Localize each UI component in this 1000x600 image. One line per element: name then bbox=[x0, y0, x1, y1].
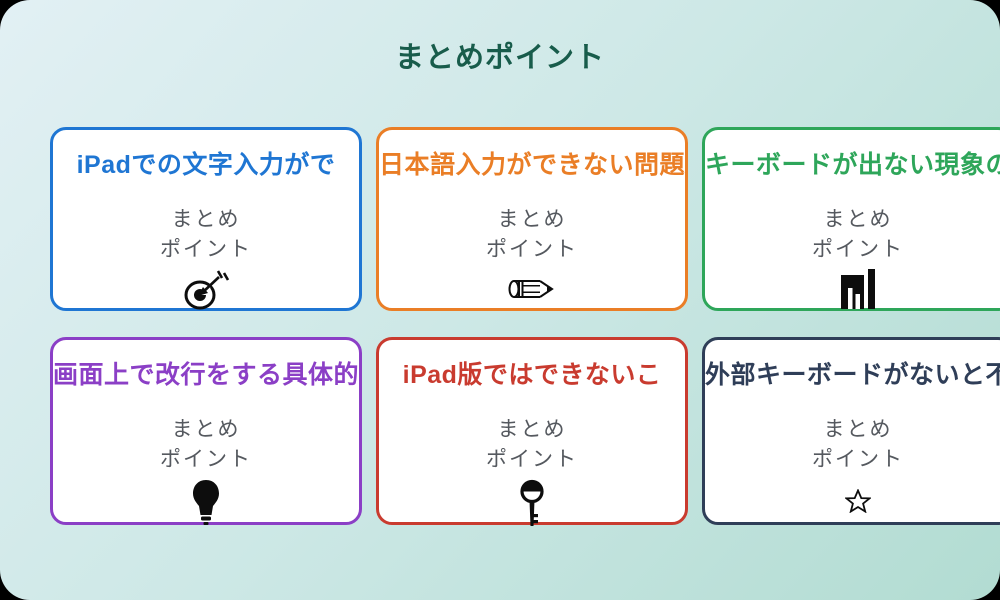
card-title: キーボードが出ない現象の bbox=[705, 151, 1000, 179]
card-subtitle-line: まとめ bbox=[171, 418, 241, 441]
card-subtitle-line: ポイント bbox=[160, 238, 252, 261]
card-title: iPadでの文字入力がで bbox=[76, 151, 336, 179]
card-subtitle-line: まとめ bbox=[497, 208, 567, 231]
card-subtitle-line: まとめ bbox=[823, 208, 893, 231]
summary-card: iPadでの文字入力がで まとめ ポイント bbox=[50, 127, 363, 311]
card-subtitle-line: ポイント bbox=[812, 448, 905, 471]
card-title: iPad版ではできないこ bbox=[402, 361, 662, 389]
card-subtitle-line: まとめ bbox=[171, 208, 241, 231]
card-grid: iPadでの文字入力がで まとめ ポイント 日本語入力ができない問題 まとめ ポ… bbox=[50, 127, 1000, 526]
card-title: 画面上で改行をする具体的 bbox=[53, 361, 360, 389]
pencil-icon bbox=[507, 269, 557, 308]
summary-card: キーボードが出ない現象の まとめ ポイント bbox=[702, 127, 1000, 311]
card-subtitle-line: まとめ bbox=[497, 418, 567, 441]
key-icon bbox=[519, 479, 545, 529]
summary-card: 画面上で改行をする具体的 まとめ ポイント bbox=[50, 337, 363, 526]
dart-target-icon bbox=[182, 269, 230, 311]
card-title: 日本語入力ができない問題 bbox=[379, 151, 686, 179]
lightbulb-icon bbox=[191, 479, 221, 526]
card-title: 外部キーボードがないと不 bbox=[705, 361, 1000, 389]
summary-card: 外部キーボードがないと不 まとめ ポイント bbox=[702, 337, 1000, 525]
card-subtitle-line: まとめ bbox=[823, 418, 893, 441]
star-icon bbox=[845, 479, 872, 522]
card-subtitle-line: ポイント bbox=[486, 448, 579, 471]
card-subtitle-line: ポイント bbox=[486, 238, 579, 261]
card-subtitle-line: ポイント bbox=[812, 238, 905, 261]
summary-card: iPad版ではできないこ まとめ ポイント bbox=[376, 337, 689, 526]
page-title: まとめポイント bbox=[394, 42, 605, 74]
card-subtitle-line: ポイント bbox=[160, 448, 252, 471]
bar-chart-icon bbox=[840, 269, 876, 309]
summary-card: 日本語入力ができない問題 まとめ ポイント bbox=[376, 127, 689, 311]
